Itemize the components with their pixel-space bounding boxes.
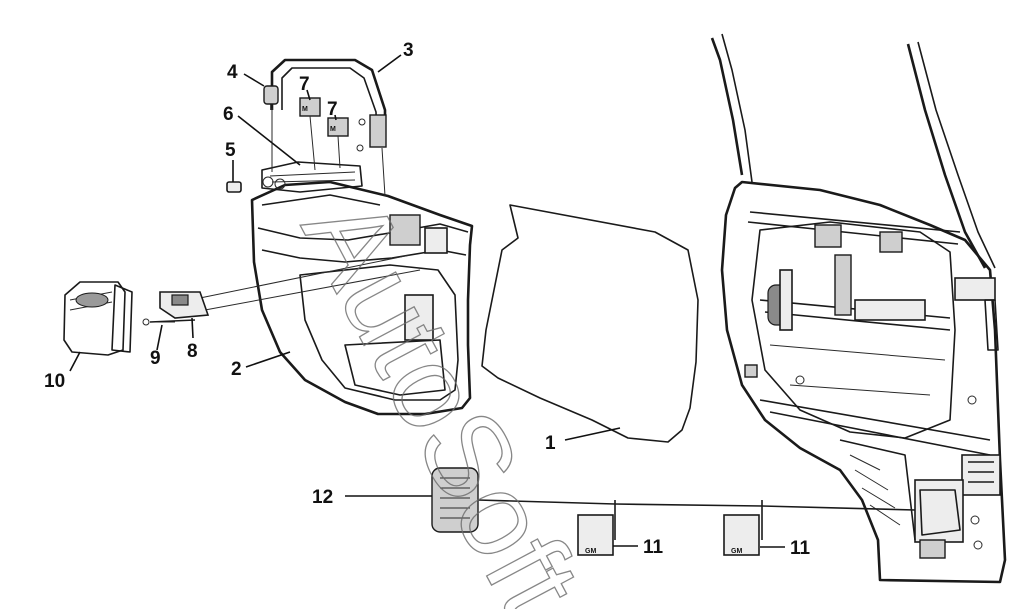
door-trim-panel (250, 180, 474, 416)
insulation-sheet (481, 204, 699, 443)
callout-11b: 11 (790, 538, 811, 559)
handle-bracket-6 (261, 161, 363, 193)
callout-5: 5 (225, 140, 236, 161)
plug-5 (226, 181, 242, 193)
assembly-lines (150, 108, 421, 323)
callout-6: 6 (223, 104, 234, 125)
callout-4: 4 (227, 62, 238, 83)
callout-2: 2 (231, 359, 242, 380)
clip-11a: GM (577, 500, 616, 556)
clip-7: M M (299, 97, 349, 171)
leader-lines (69, 54, 785, 548)
callout-9: 9 (150, 348, 161, 369)
callout-11a: 11 (643, 537, 664, 558)
linkage-8-9 (142, 291, 210, 326)
upper-trim-bracket (270, 58, 387, 152)
callout-7a: 7 (299, 74, 310, 95)
callout-10: 10 (44, 371, 65, 392)
clip-tag-1: GM (585, 548, 596, 555)
callout-8: 8 (187, 341, 198, 362)
callout-12: 12 (312, 487, 333, 508)
clip-11b: GM (723, 500, 763, 556)
callout-1: 1 (545, 433, 556, 454)
svg-text:M: M (302, 106, 308, 113)
svg-text:M: M (330, 126, 336, 133)
callout-7b: 7 (327, 99, 338, 120)
clip-4 (263, 85, 279, 110)
clip-tag-2: GM (731, 548, 742, 555)
callouts: 1 2 3 4 5 6 7 7 8 9 10 11 11 12 (44, 40, 811, 559)
door-frame (710, 33, 1007, 584)
handle-cover-10 (63, 281, 133, 356)
grille-12 (431, 467, 916, 533)
callout-3: 3 (403, 40, 414, 61)
